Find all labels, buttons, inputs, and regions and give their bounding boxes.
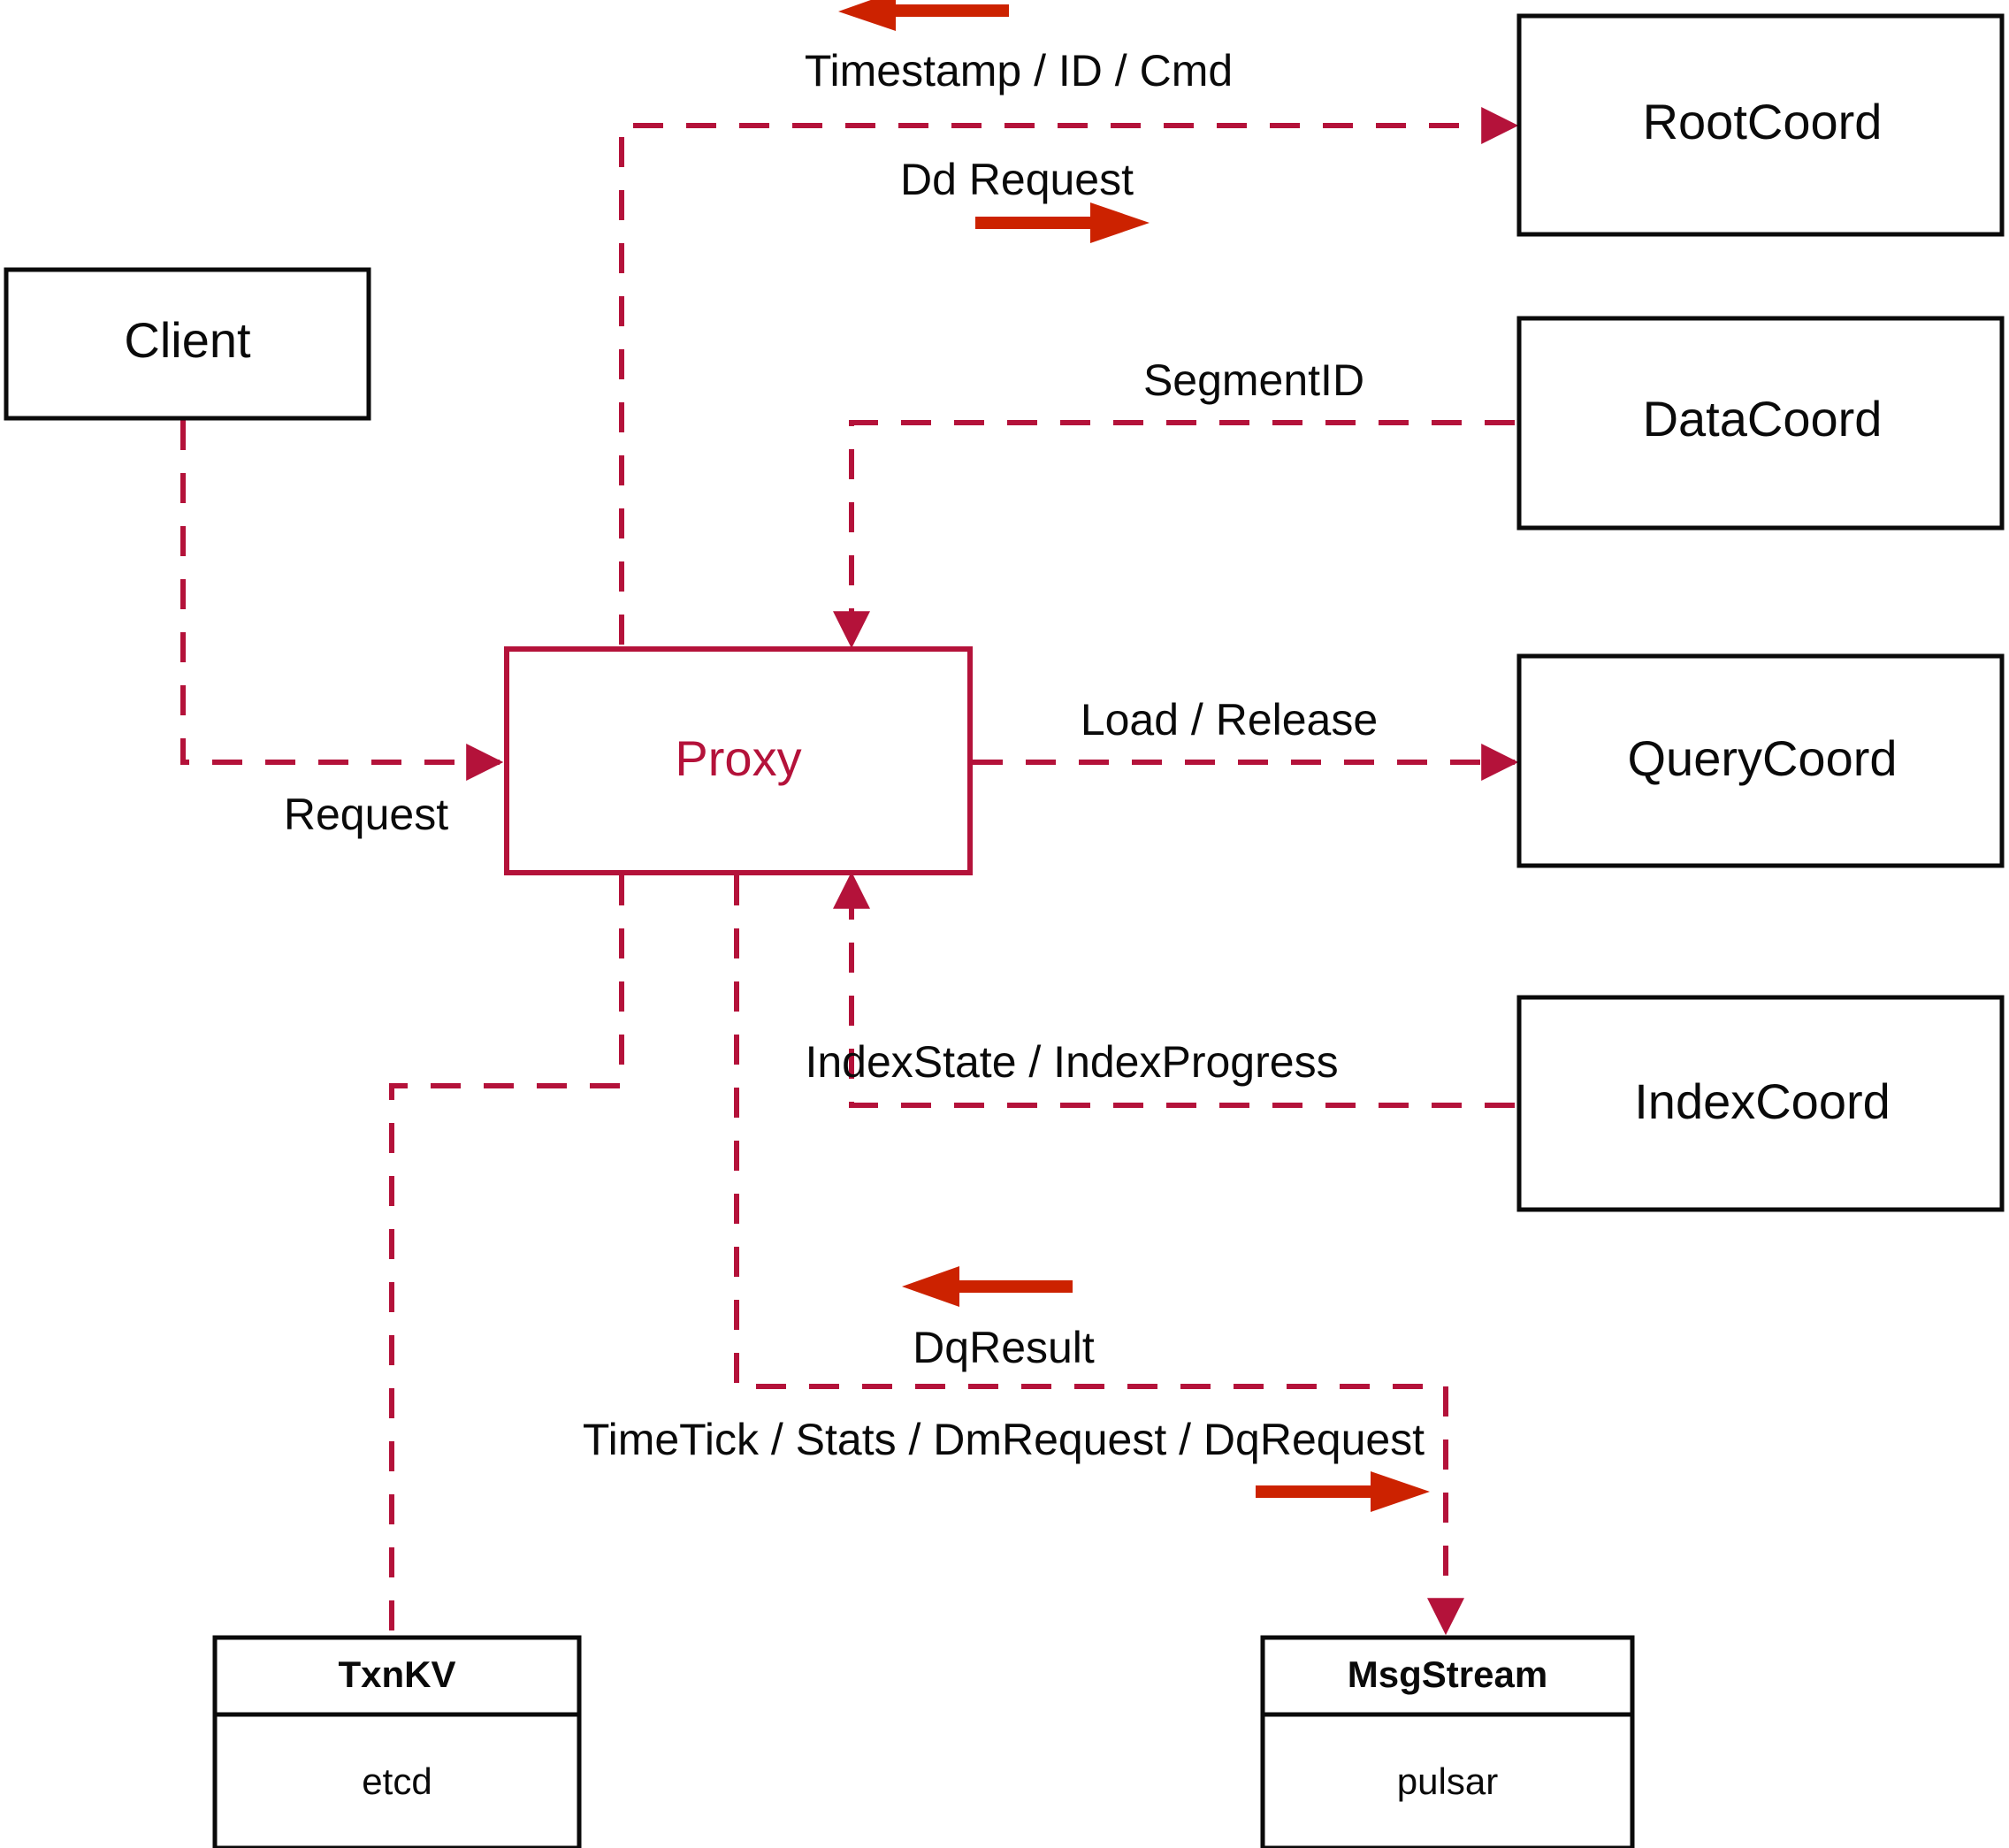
- flow-arrow-left-timestamp: [838, 0, 1009, 31]
- edge-indexcoord-to-proxy: [833, 871, 1515, 1108]
- flow-arrow-right-msgstream: [1256, 1471, 1430, 1512]
- edge-label-timestamp-id-cmd: Timestamp / ID / Cmd: [805, 46, 1233, 95]
- edge-label-load-release: Load / Release: [1081, 695, 1378, 745]
- node-querycoord-label: QueryCoord: [1627, 730, 1897, 786]
- node-txnkv[interactable]: TxnKV etcd: [212, 1635, 582, 1848]
- node-rootcoord-label: RootCoord: [1643, 94, 1883, 149]
- node-rootcoord[interactable]: RootCoord: [1516, 13, 2005, 237]
- node-datacoord-label: DataCoord: [1643, 391, 1883, 447]
- node-client[interactable]: Client: [4, 267, 371, 421]
- node-txnkv-impl: etcd: [362, 1760, 432, 1802]
- edge-label-msgstream-topics: TimeTick / Stats / DmRequest / DqRequest: [583, 1415, 1425, 1464]
- edge-label-segment-id: SegmentID: [1143, 355, 1364, 405]
- flow-arrow-left-dqresult: [902, 1266, 1073, 1307]
- edge-label-dd-request: Dd Request: [900, 155, 1134, 204]
- edge-datacoord-to-proxy: [833, 420, 1515, 649]
- node-client-label: Client: [124, 312, 251, 368]
- flow-arrow-right-dd-request: [975, 202, 1150, 243]
- node-msgstream-title: MsgStream: [1348, 1653, 1547, 1695]
- node-datacoord[interactable]: DataCoord: [1516, 316, 2005, 531]
- node-msgstream-impl: pulsar: [1397, 1760, 1498, 1802]
- edge-label-dq-result: DqResult: [913, 1323, 1095, 1372]
- edge-proxy-to-msgstream: [734, 875, 1464, 1636]
- edge-client-to-proxy: [180, 420, 504, 781]
- edge-label-request: Request: [284, 790, 448, 839]
- edge-proxy-to-rootcoord: [619, 107, 1519, 645]
- node-txnkv-title: TxnKV: [338, 1653, 455, 1695]
- node-msgstream[interactable]: MsgStream pulsar: [1260, 1635, 1635, 1848]
- node-querycoord[interactable]: QueryCoord: [1516, 653, 2005, 868]
- edge-proxy-to-txnkv: [389, 875, 624, 1638]
- edge-label-index-state: IndexState / IndexProgress: [805, 1037, 1338, 1087]
- node-indexcoord[interactable]: IndexCoord: [1516, 995, 2005, 1212]
- node-indexcoord-label: IndexCoord: [1634, 1073, 1891, 1129]
- node-proxy[interactable]: Proxy: [504, 646, 973, 875]
- node-proxy-label: Proxy: [675, 730, 801, 786]
